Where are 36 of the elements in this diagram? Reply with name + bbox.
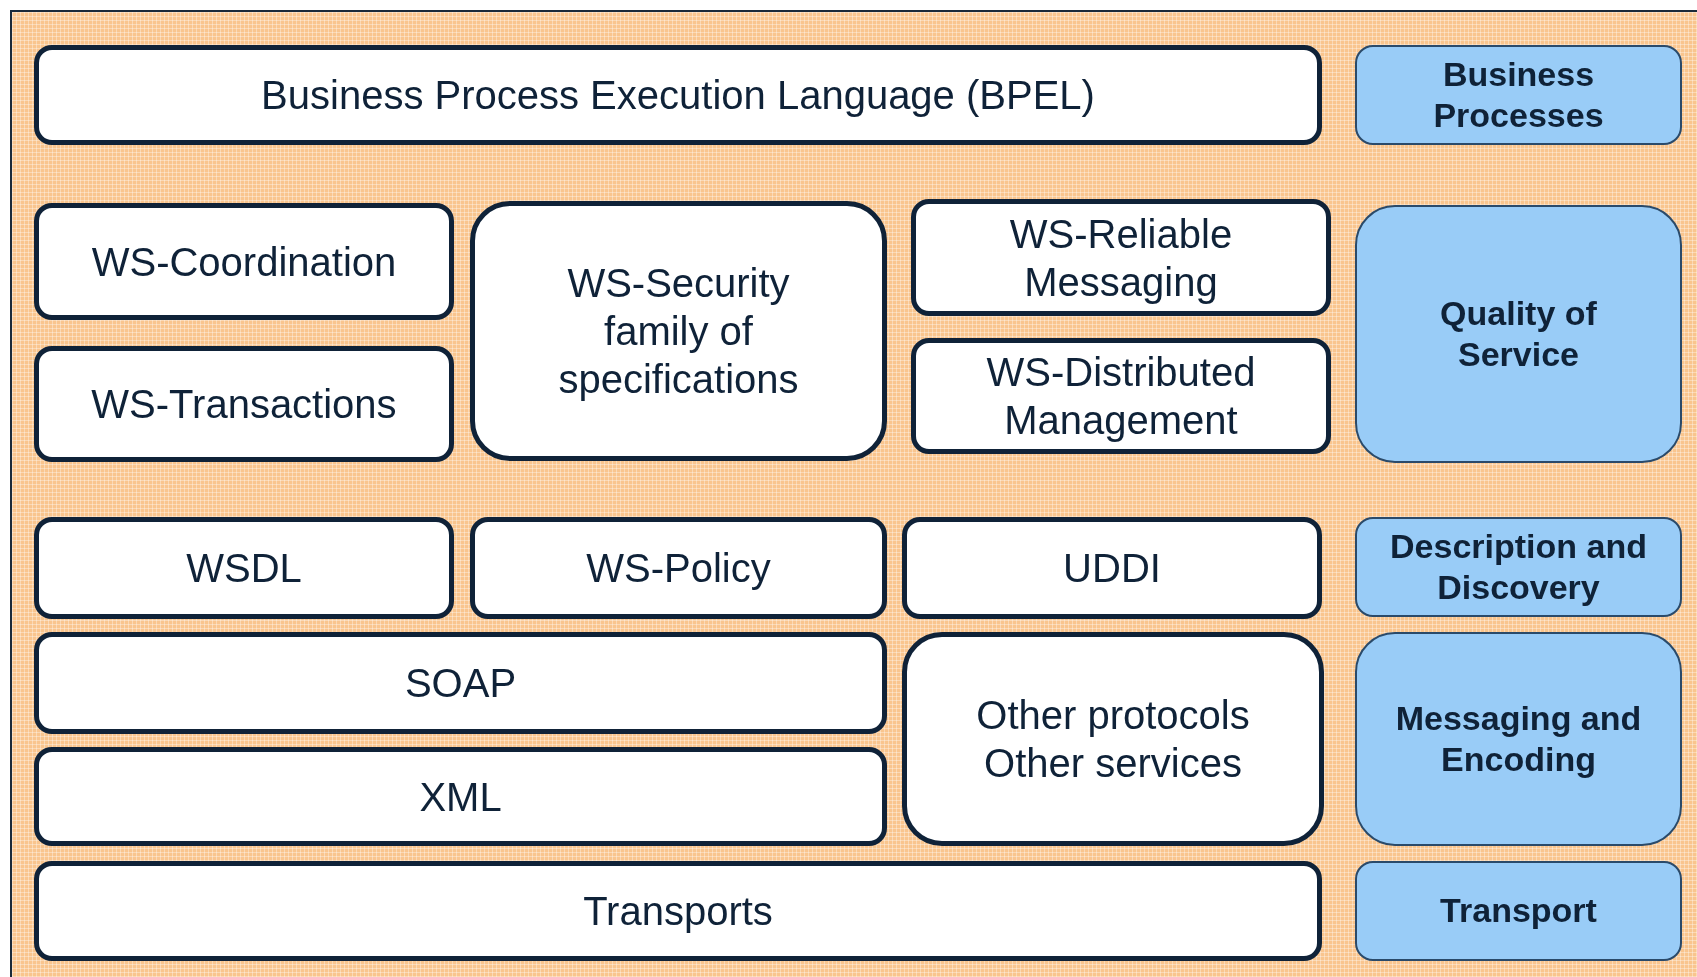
spec-name: UDDI [1063,545,1161,592]
spec-box [34,346,454,462]
layer-name: Description and Discovery [1389,525,1648,608]
spec-box [34,517,454,619]
layer-label-box [1355,517,1682,617]
spec-name: WSDL [186,545,302,592]
layer-name: Quality of Service [1439,292,1598,375]
layer-label-box [1355,861,1682,961]
layer-name: Business Processes [1432,53,1605,136]
layer-name: Transport [1440,890,1597,932]
spec-name: WS-Coordination [91,238,397,286]
layer-label-box [1355,45,1682,145]
spec-box [911,338,1331,454]
spec-box [34,861,1322,961]
spec-name: XML [419,773,502,821]
spec-box [470,201,887,461]
spec-box [34,632,887,734]
spec-box [34,45,1322,145]
spec-name: WS-Distributed Management [985,349,1257,444]
layer-label-box [1355,632,1682,846]
spec-box [911,199,1331,316]
layer-name: Messaging and Encoding [1394,697,1643,780]
spec-name: WS-Security family of specifications [557,260,800,403]
spec-box [470,517,887,619]
spec-name: Other protocols Other services [975,692,1251,787]
spec-name: SOAP [404,660,517,707]
spec-box [902,517,1322,619]
spec-name: WS-Transactions [91,381,397,428]
spec-name: Business Process Execution Language (BPEL) [261,72,1095,119]
spec-name: WS-Policy [586,545,771,592]
spec-name: WS-Reliable Messaging [1008,210,1234,306]
spec-box [34,747,887,846]
spec-box [902,632,1324,846]
layer-label-box [1355,205,1682,463]
spec-box [34,203,454,320]
spec-name: Transports [583,888,773,935]
